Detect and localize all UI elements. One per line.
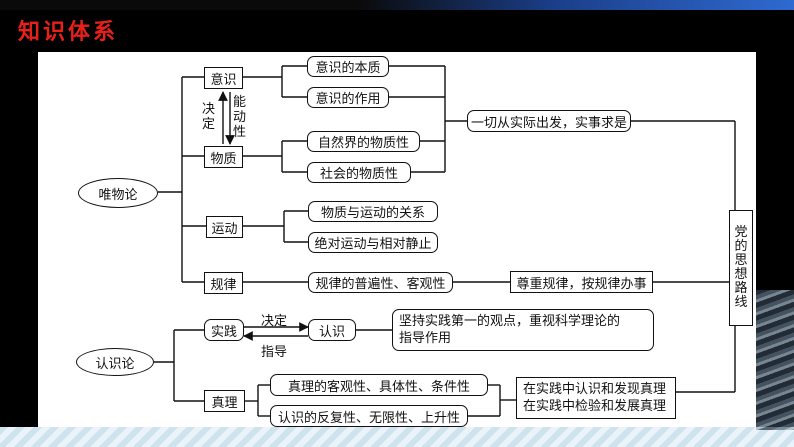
jianchi-line-1: 坚持实践第一的观点，重视科学理论的 [399,313,620,330]
node-guilv-pubian: 规律的普遍性、客观性 [308,272,453,293]
label-jueding-vertical: 决定 [202,102,216,132]
node-shijian: 实践 [204,319,244,341]
zaishijian-line-1: 在实践中认识和发现真理 [523,381,666,398]
node-shehui: 社会的物质性 [307,162,411,183]
node-yishi-benzhi: 意识的本质 [307,56,389,77]
node-jianchi-shijian: 坚持实践第一的观点，重视科学理论的 指导作用 [392,309,654,351]
node-yiqie-shiji: 一切从实际出发，实事求是 [467,110,631,132]
node-yishi-zuoyong: 意识的作用 [307,87,389,108]
node-guilv: 规律 [204,272,243,294]
node-weiwulun: 唯物论 [78,178,158,208]
node-yundong: 运动 [206,216,243,238]
label-zhidao: 指导 [261,341,287,360]
node-ziranjie: 自然界的物质性 [307,131,420,152]
node-wuzhi: 物质 [204,146,243,168]
node-dang-sixiang: 党的思想路线 [729,210,753,326]
node-wuzhi-yundong: 物质与运动的关系 [308,201,438,222]
node-yishi: 意识 [204,67,243,89]
label-nengdongxing: 能动性 [233,95,247,140]
node-zunzhong-guilv: 尊重规律，按规律办事 [510,271,653,293]
jianchi-line-2: 指导作用 [399,330,451,347]
node-zhenli-keguan: 真理的客观性、具体性、条件性 [270,374,488,396]
node-zai-shijian: 在实践中认识和发现真理 在实践中检验和发展真理 [516,377,676,419]
zaishijian-line-2: 在实践中检验和发展真理 [523,398,666,415]
node-renshi: 认识 [308,319,356,341]
node-zhenli: 真理 [204,390,245,412]
node-renshilun: 认识论 [76,348,154,376]
label-jueding: 决定 [261,310,287,329]
node-renshi-fanfu: 认识的反复性、无限性、上升性 [270,405,468,427]
node-juedui: 绝对运动与相对静止 [308,232,438,253]
